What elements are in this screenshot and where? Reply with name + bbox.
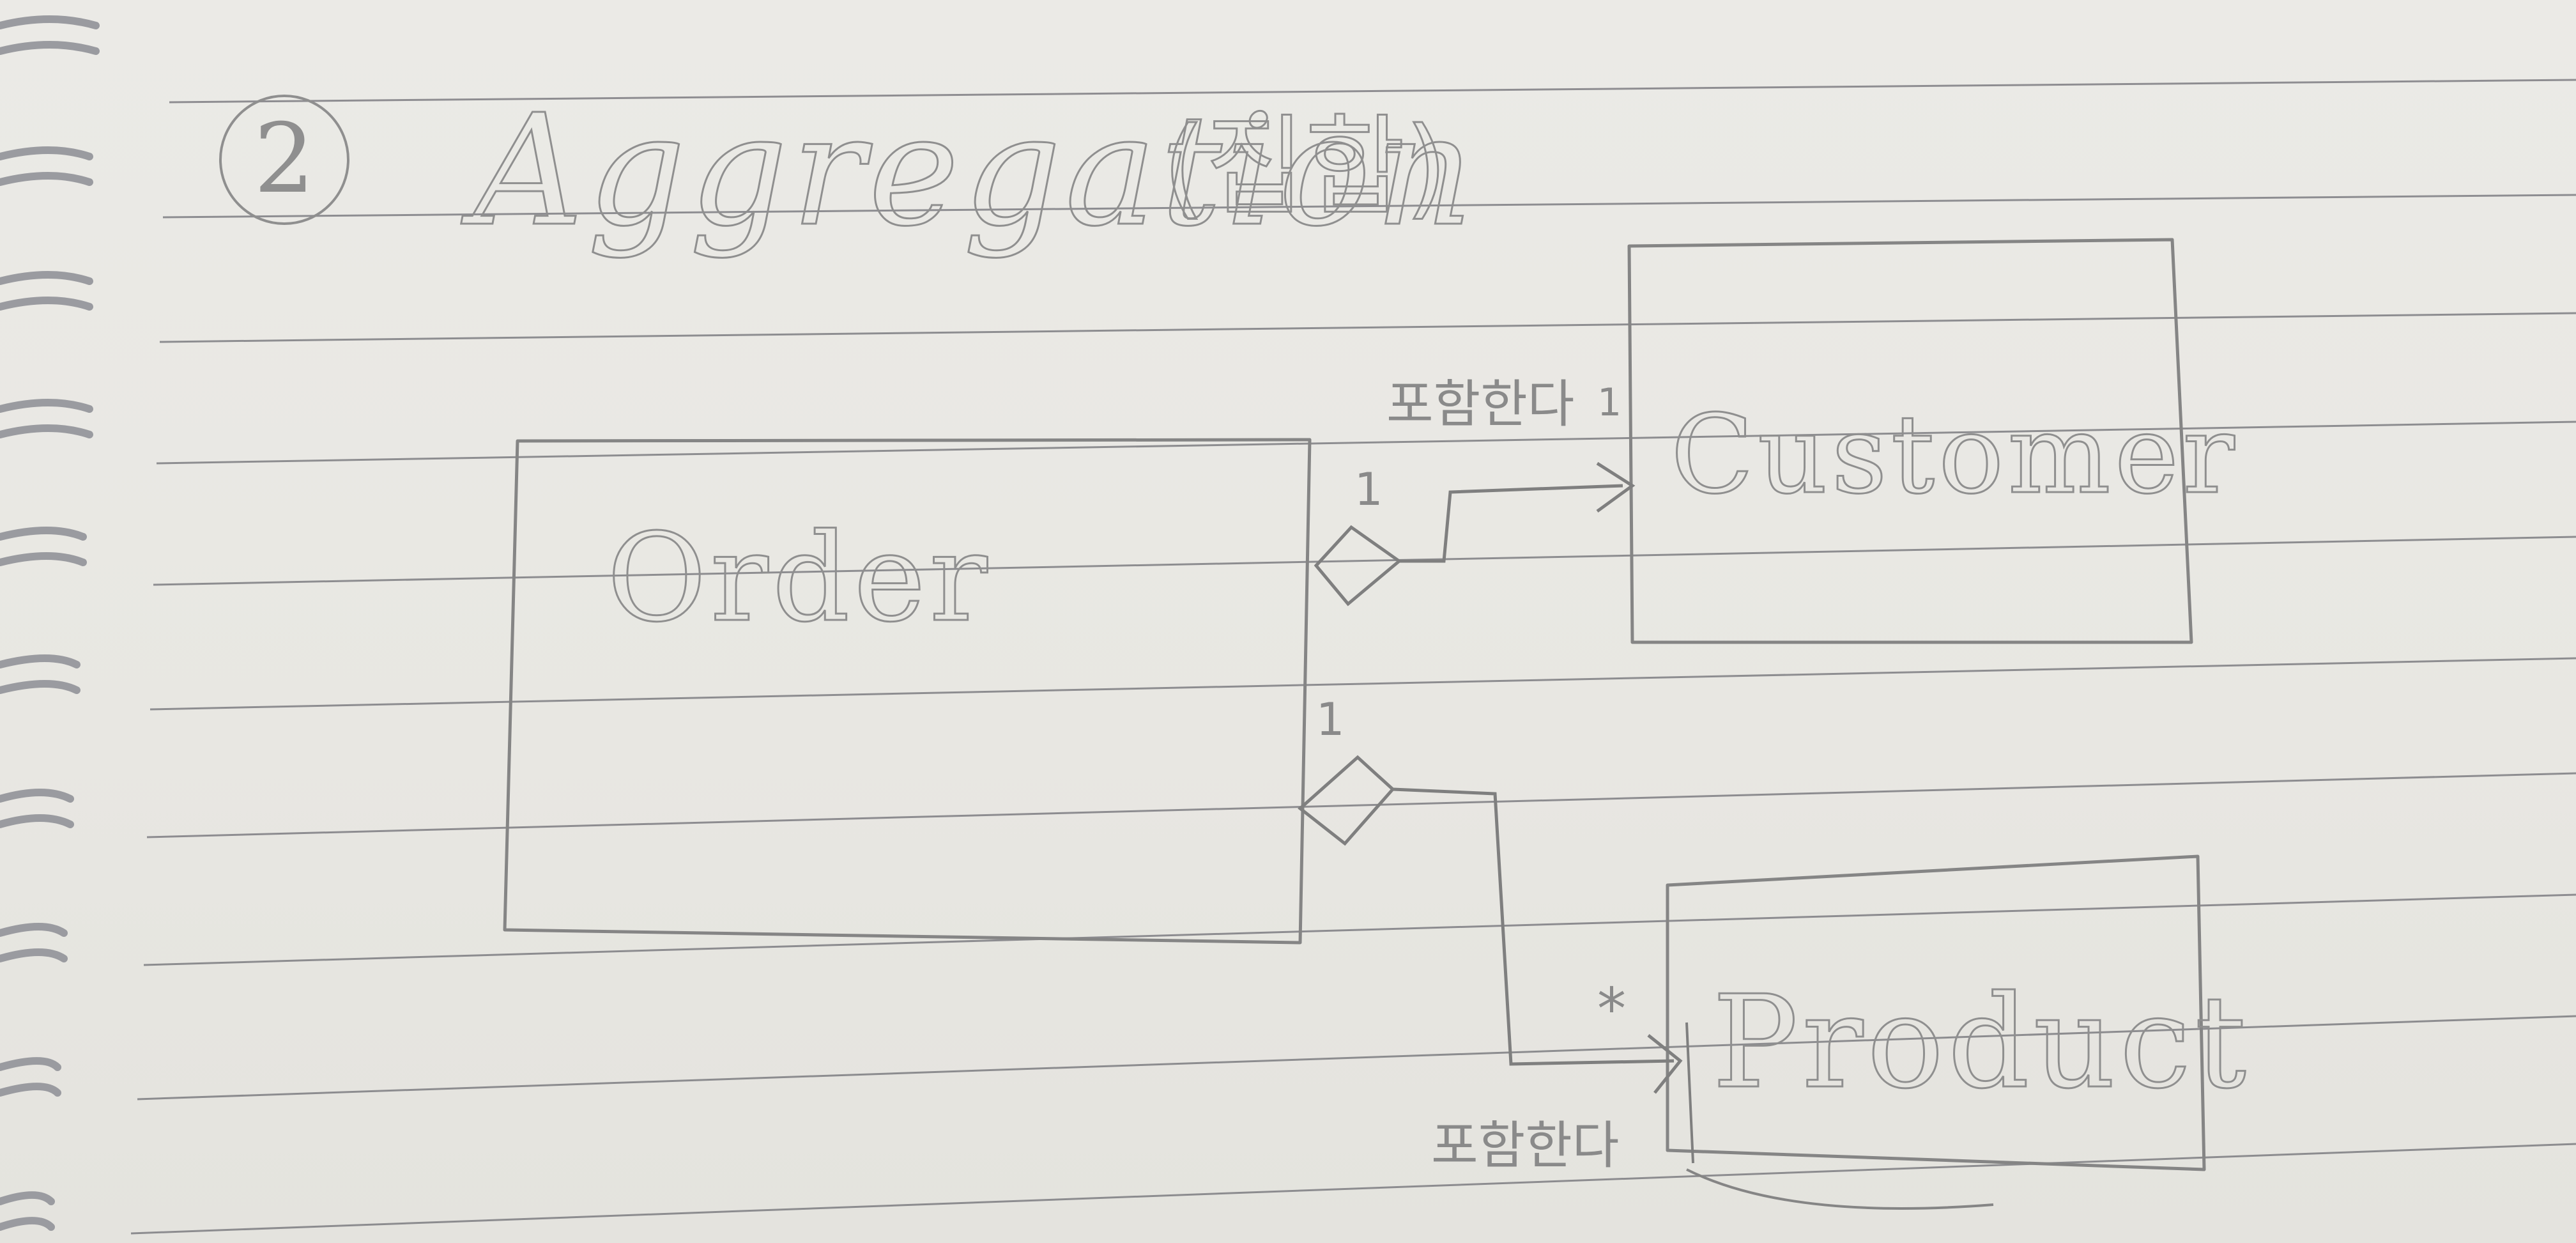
- order-class-box: [503, 438, 1312, 945]
- product-source-multiplicity: 1: [1316, 693, 1345, 746]
- order-class-label: Order: [607, 507, 991, 649]
- customer-aggregation-line: [1399, 484, 1623, 563]
- customer-target-multiplicity: 1: [1597, 380, 1621, 425]
- circled-number-outline: [219, 95, 349, 225]
- customer-class-label: Customer: [1671, 392, 2239, 518]
- customer-aggregation: 1 1 포함한다: [1314, 374, 1636, 606]
- heading-title: Aggregation: [461, 81, 1477, 260]
- product-class-label: Product: [1712, 968, 2250, 1117]
- heading-korean: (집합): [1163, 104, 1447, 231]
- product-aggregation-line: [1392, 787, 1675, 1066]
- customer-aggregation-diamond: [1314, 525, 1402, 606]
- product-arrow-extra-stroke: [1685, 1022, 1694, 1164]
- customer-class: Customer: [1627, 238, 2239, 644]
- product-aggregation-diamond: [1298, 755, 1395, 846]
- product-arrowhead: [1647, 1034, 1683, 1094]
- spiral-binding: [0, 15, 100, 1231]
- heading-number: ②: [284, 191, 285, 192]
- ruled-lines: [130, 79, 2576, 1235]
- product-target-multiplicity: *: [1597, 976, 1626, 1043]
- product-relation-label: 포함한다: [1431, 1116, 1619, 1175]
- customer-arrowhead: [1596, 461, 1636, 513]
- order-class: Order: [503, 438, 1312, 945]
- customer-relation-label: 포함한다: [1386, 374, 1574, 434]
- product-class: Product: [1666, 854, 2250, 1210]
- product-aggregation: 1 * 포함한다: [1298, 693, 1694, 1175]
- heading: ② 2 Aggregation (집합): [219, 81, 1477, 261]
- heading-number-digit: 2: [254, 104, 314, 215]
- customer-class-box: [1627, 238, 2193, 644]
- customer-source-multiplicity: 1: [1354, 463, 1383, 516]
- product-class-extra-stroke: [1686, 1168, 1994, 1210]
